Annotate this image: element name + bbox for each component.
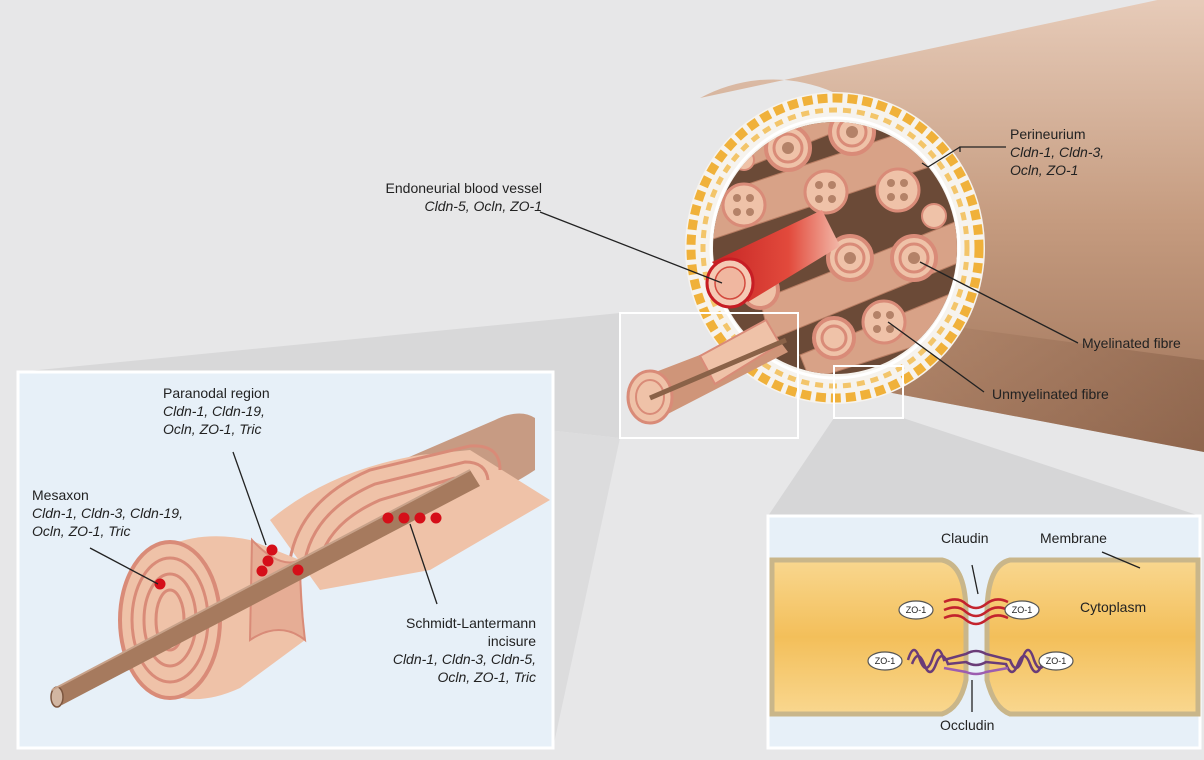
label-paranodal-region: Paranodal region Cldn-1, Cldn-19, Ocln, … <box>163 384 270 438</box>
blood-vessel-name: Endoneurial blood vessel <box>338 179 542 197</box>
mesaxon-proteins-line2: Ocln, ZO-1, Tric <box>32 522 183 540</box>
paranodal-name: Paranodal region <box>163 384 270 402</box>
schmidt-name-line1: Schmidt-Lantermann <box>330 614 536 632</box>
schmidt-name-line2: incisure <box>330 632 536 650</box>
zo1-label-1: ZO-1 <box>899 603 933 617</box>
membrane-text: Membrane <box>1040 529 1107 547</box>
label-occludin: Occludin <box>940 716 994 734</box>
label-membrane: Membrane <box>1040 529 1107 547</box>
label-schmidt-lantermann: Schmidt-Lantermann incisure Cldn-1, Cldn… <box>330 614 536 686</box>
blood-vessel-proteins: Cldn-5, Ocln, ZO-1 <box>338 197 542 215</box>
myelinated-name: Myelinated fibre <box>1082 334 1181 352</box>
schmidt-proteins-line1: Cldn-1, Cldn-3, Cldn-5, <box>330 650 536 668</box>
schmidt-proteins-line2: Ocln, ZO-1, Tric <box>330 668 536 686</box>
label-claudin: Claudin <box>941 529 988 547</box>
label-perineurium: Perineurium Cldn-1, Cldn-3, Ocln, ZO-1 <box>1010 125 1104 179</box>
zo1-label-3: ZO-1 <box>868 654 902 668</box>
label-cytoplasm: Cytoplasm <box>1080 598 1146 616</box>
cytoplasm-text: Cytoplasm <box>1080 598 1146 616</box>
label-myelinated-fibre: Myelinated fibre <box>1082 334 1181 352</box>
perineurium-proteins-line2: Ocln, ZO-1 <box>1010 161 1104 179</box>
label-blood-vessel: Endoneurial blood vessel Cldn-5, Ocln, Z… <box>338 179 542 215</box>
paranodal-proteins-line1: Cldn-1, Cldn-19, <box>163 402 270 420</box>
cell-right <box>987 560 1198 714</box>
label-unmyelinated-fibre: Unmyelinated fibre <box>992 385 1109 403</box>
perineurium-name: Perineurium <box>1010 125 1104 143</box>
cell-left <box>772 560 966 714</box>
label-mesaxon: Mesaxon Cldn-1, Cldn-3, Cldn-19, Ocln, Z… <box>32 486 183 540</box>
perineurium-proteins-line1: Cldn-1, Cldn-3, <box>1010 143 1104 161</box>
zo1-label-2: ZO-1 <box>1005 603 1039 617</box>
mesaxon-name: Mesaxon <box>32 486 183 504</box>
zo1-label-4: ZO-1 <box>1039 654 1073 668</box>
claudin-text: Claudin <box>941 529 988 547</box>
unmyelinated-name: Unmyelinated fibre <box>992 385 1109 403</box>
paranodal-proteins-line2: Ocln, ZO-1, Tric <box>163 420 270 438</box>
occludin-text: Occludin <box>940 716 994 734</box>
mesaxon-proteins-line1: Cldn-1, Cldn-3, Cldn-19, <box>32 504 183 522</box>
